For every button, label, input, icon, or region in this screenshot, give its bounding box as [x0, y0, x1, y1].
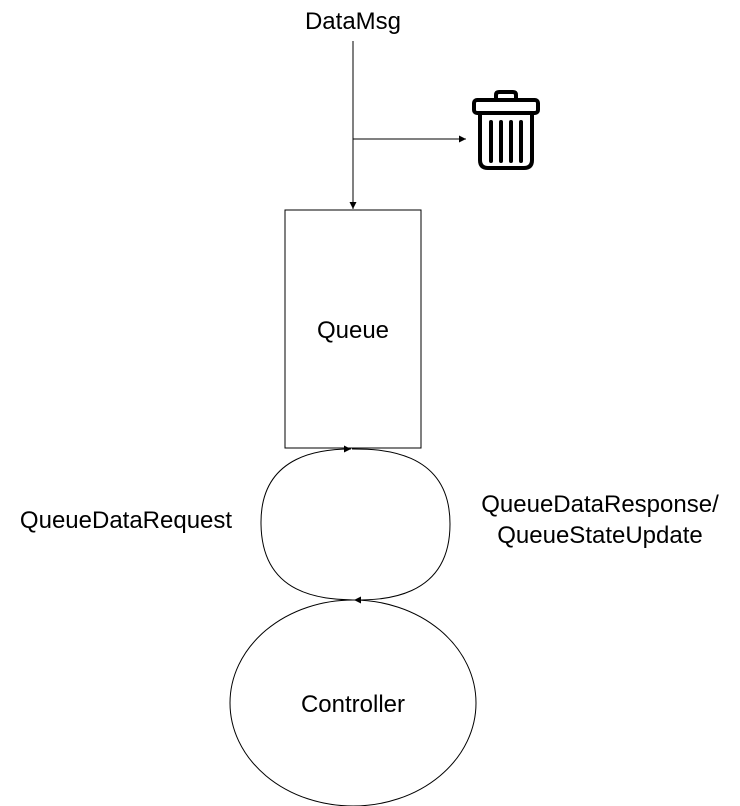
trash-icon [472, 90, 540, 170]
request-loop-arrow [260, 445, 355, 601]
controller-label: Controller [301, 691, 405, 718]
queue-label: Queue [317, 317, 389, 344]
response-label-line1: QueueDataResponse/ [481, 491, 719, 518]
queue-box [284, 209, 422, 449]
request-label: QueueDataRequest [20, 507, 232, 534]
response-loop-arrow [351, 448, 451, 604]
datamsg-label: DataMsg [305, 8, 401, 35]
response-label-line2: QueueStateUpdate [497, 522, 703, 549]
